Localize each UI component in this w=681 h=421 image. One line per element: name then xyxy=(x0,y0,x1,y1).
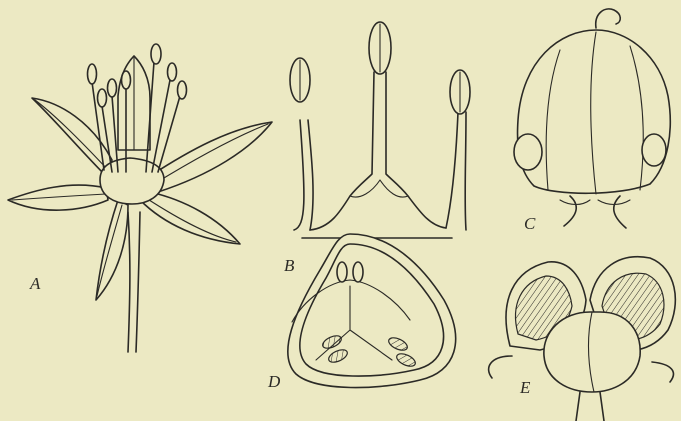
center-filament xyxy=(310,72,446,230)
figure-c-capsule xyxy=(514,9,670,228)
figure-label-c: C xyxy=(524,214,535,234)
figure-label-b: B xyxy=(284,256,294,276)
petal-lower-right xyxy=(140,192,240,244)
figure-label-e: E xyxy=(520,378,530,398)
flower-cup xyxy=(100,158,164,204)
figure-a-flower xyxy=(8,44,272,352)
figure-label-d: D xyxy=(268,372,280,392)
ovary-outline xyxy=(288,234,456,388)
figure-d-cross-section xyxy=(288,234,456,388)
figure-e-open-capsule xyxy=(489,257,676,421)
capsule-lobe-left xyxy=(514,134,542,170)
style-curl xyxy=(596,9,621,28)
capsule-lobe-right xyxy=(642,134,666,166)
right-filament xyxy=(446,112,466,230)
capsule-stalk xyxy=(564,196,626,228)
petal-lower-left xyxy=(96,200,128,300)
petal-left xyxy=(8,185,108,210)
flower-stem-edge xyxy=(136,212,140,352)
figure-b-stamens xyxy=(290,22,470,238)
figure-label-a: A xyxy=(30,274,40,294)
left-filament xyxy=(294,120,313,230)
stalk-e xyxy=(576,392,604,421)
flower-stem xyxy=(128,212,130,352)
petal-right xyxy=(150,122,272,192)
